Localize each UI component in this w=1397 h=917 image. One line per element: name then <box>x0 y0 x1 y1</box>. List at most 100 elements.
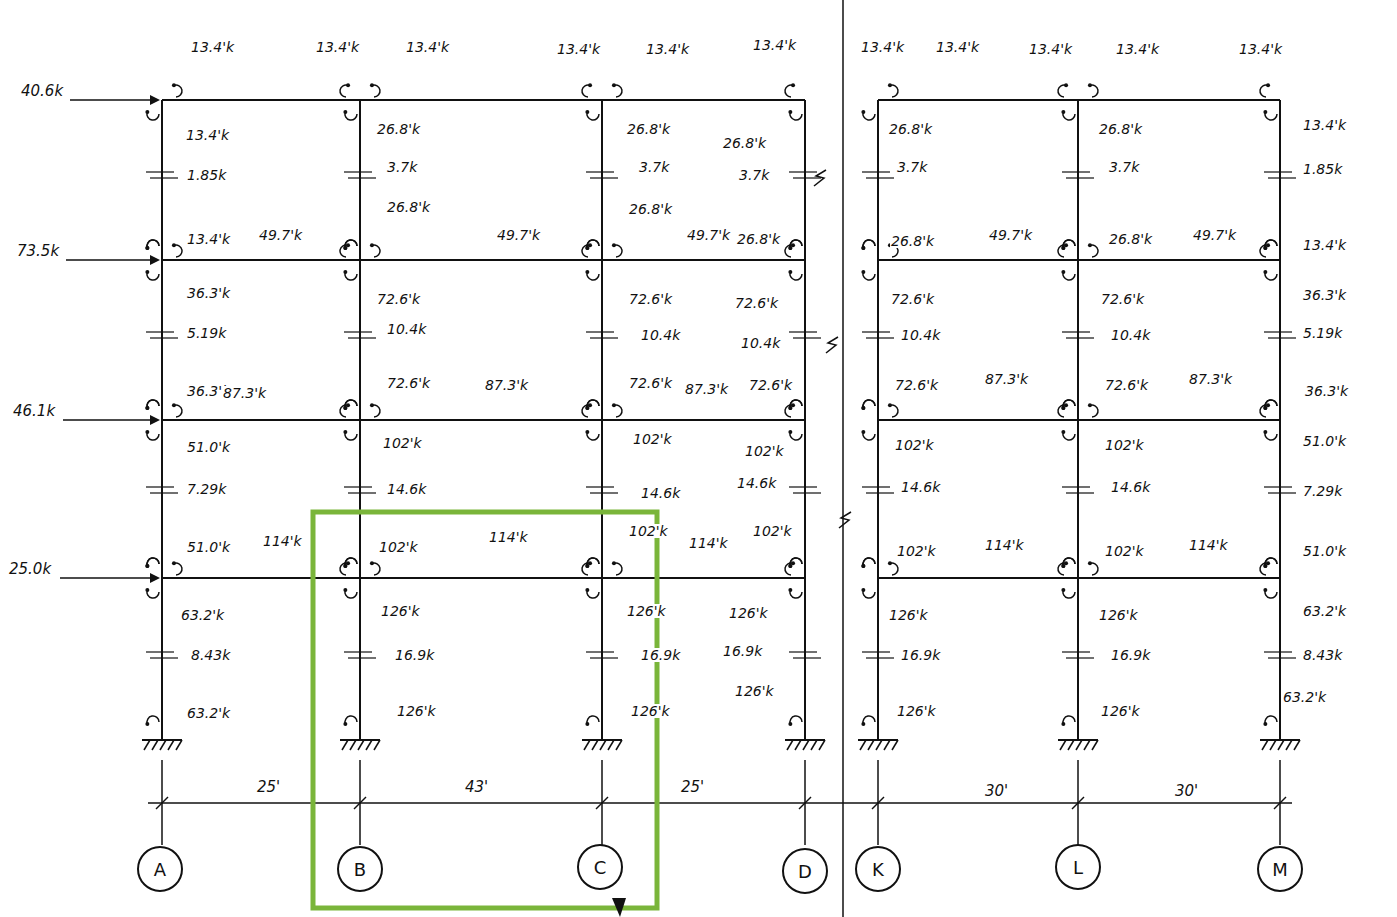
shear-arrow <box>1066 177 1094 178</box>
force-label: 126'k <box>896 704 937 718</box>
arrow-head <box>788 246 792 250</box>
force-label: 13.4'k <box>1238 42 1283 56</box>
highlight-box <box>313 512 657 908</box>
moment-arrow <box>1260 563 1268 575</box>
load-label: 46.1k <box>12 404 56 419</box>
grid-letter: L <box>1073 857 1083 878</box>
arrow-head <box>343 110 347 114</box>
force-label: 102'k <box>1104 438 1145 452</box>
arrow-head <box>585 406 589 410</box>
shear-arrow <box>1066 492 1094 493</box>
arrow-head <box>1061 270 1065 274</box>
support-hatch <box>176 740 182 750</box>
shear-arrow <box>793 657 821 658</box>
arrow-head <box>861 430 865 434</box>
support-hatch <box>600 740 606 750</box>
shear-arrow <box>866 492 894 493</box>
force-label: 87.3'k <box>222 386 267 400</box>
shear-arrow <box>862 331 890 332</box>
force-label: 26.8'k <box>376 122 421 136</box>
moment-arrow <box>340 405 348 417</box>
arrow-head <box>172 561 176 565</box>
arrow-head <box>612 403 616 407</box>
force-label: 16.9k <box>722 644 763 658</box>
arrow-head <box>1061 246 1065 250</box>
force-label: 126'k <box>380 604 421 618</box>
arrow-head <box>1088 243 1092 247</box>
load-arrow <box>60 577 156 579</box>
force-label: 26.8'k <box>628 202 673 216</box>
arrow-head <box>1061 564 1065 568</box>
shear-arrow <box>1062 651 1090 652</box>
arrow-head <box>145 406 149 410</box>
arrow-head <box>585 588 589 592</box>
force-label: 87.3'k <box>484 378 529 392</box>
moment-arrow <box>785 563 793 575</box>
arrow-head <box>1061 110 1065 114</box>
arrow-head <box>1061 406 1065 410</box>
arrow-head <box>612 83 616 87</box>
support-hatch <box>1294 740 1300 750</box>
arrow-head <box>145 270 149 274</box>
load-label: 25.0k <box>8 562 52 577</box>
break-mark <box>839 512 851 528</box>
force-label: 36.3'k <box>186 286 231 300</box>
beam-line <box>162 419 805 421</box>
moment-arrow <box>1058 563 1066 575</box>
arrow-head <box>1088 83 1092 87</box>
load-label: 40.6k <box>20 84 64 99</box>
force-label: 14.6k <box>386 482 427 496</box>
force-label: 5.19k <box>186 326 227 340</box>
force-label: 126'k <box>626 604 667 618</box>
dimension-label: 25' <box>680 780 705 795</box>
support-hatch <box>374 740 380 750</box>
arrow-head <box>861 406 865 410</box>
force-label: 8.43k <box>1302 648 1343 662</box>
shear-arrow <box>866 177 894 178</box>
shear-arrow <box>1066 337 1094 338</box>
dimension-label: 30' <box>1174 784 1199 799</box>
support-hatch <box>811 740 817 750</box>
dimension-label: 25' <box>256 780 281 795</box>
arrow-head <box>1263 246 1267 250</box>
support-hatch <box>795 740 801 750</box>
support-line <box>582 739 622 741</box>
force-label: 72.6'k <box>628 376 673 390</box>
force-label: 3.7k <box>896 160 928 174</box>
shear-arrow <box>344 651 372 652</box>
force-label: 13.4'k <box>645 42 690 56</box>
arrow-head <box>1064 83 1068 87</box>
arrow-head <box>370 561 374 565</box>
support-line <box>1260 739 1300 741</box>
shear-arrow <box>789 171 817 172</box>
arrow-head <box>788 110 792 114</box>
arrow-head <box>861 246 865 250</box>
arrow-head <box>888 561 892 565</box>
shear-arrow <box>586 331 614 332</box>
support-hatch <box>1068 740 1074 750</box>
grid-bubble: B <box>337 846 383 892</box>
force-label: 72.6'k <box>894 378 939 392</box>
grid-bubble: K <box>855 846 901 892</box>
force-label: 102'k <box>382 436 423 450</box>
moment-arrow <box>785 245 793 257</box>
shear-arrow <box>150 177 178 178</box>
shear-arrow <box>348 337 376 338</box>
grid-letter: C <box>594 857 607 878</box>
grid-letter: A <box>154 859 166 880</box>
arrow-head <box>1061 722 1065 726</box>
force-label: 13.4'k <box>315 40 360 54</box>
force-label: 10.4k <box>386 322 427 336</box>
section-divider <box>842 0 844 917</box>
load-label: 73.5k <box>16 244 60 259</box>
shear-arrow <box>862 171 890 172</box>
arrow-head <box>585 722 589 726</box>
force-label: 14.6k <box>1110 480 1151 494</box>
arrow-head <box>145 246 149 250</box>
arrow-head <box>788 588 792 592</box>
arrow-head <box>1263 722 1267 726</box>
force-label: 13.4'k <box>935 40 980 54</box>
force-label: 26.8'k <box>736 232 781 246</box>
support-hatch <box>884 740 890 750</box>
arrow-head <box>1263 246 1267 250</box>
